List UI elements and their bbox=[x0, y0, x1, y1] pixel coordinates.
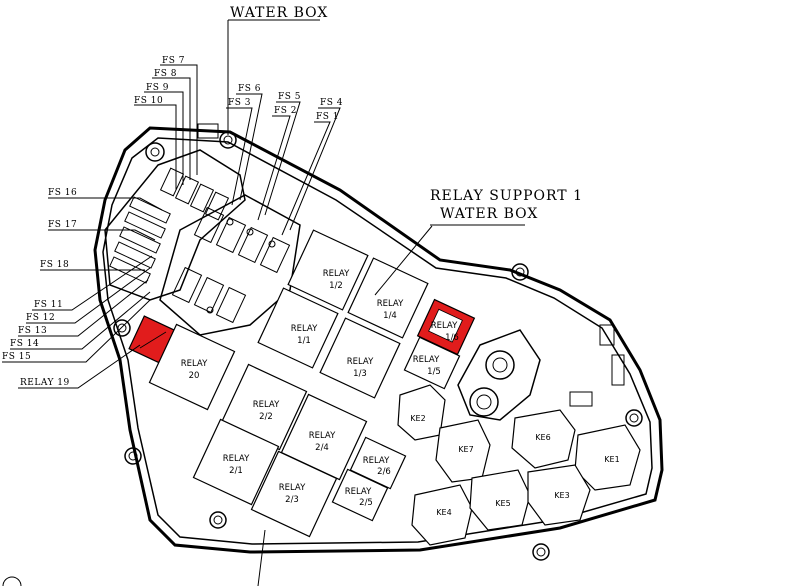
fuse-label-fs2: FS 2 bbox=[274, 106, 297, 116]
fuse-label-fs16: FS 16 bbox=[48, 188, 77, 198]
fuse-label-fs7: FS 7 bbox=[162, 56, 185, 66]
fuse-label-fs8: FS 8 bbox=[154, 69, 177, 79]
fuse-label-fs13: FS 13 bbox=[18, 326, 47, 336]
fuse-block bbox=[104, 149, 301, 336]
relay-1-6-label: RELAY bbox=[431, 321, 458, 331]
relay-2-2-label: RELAY bbox=[253, 400, 280, 410]
connector-ke7-label: KE7 bbox=[458, 445, 473, 454]
relay-1-1-label: RELAY bbox=[291, 324, 318, 334]
relay-1-6-number: 1/6 bbox=[445, 333, 459, 343]
relay-2-3-label: RELAY bbox=[279, 483, 306, 493]
fuse-label-fs15: FS 15 bbox=[2, 352, 31, 362]
connector-ke4-label: KE4 bbox=[436, 508, 451, 517]
leader-lines bbox=[2, 19, 525, 586]
relay-1-2-label: RELAY bbox=[323, 269, 350, 279]
relay-support-title: RELAY SUPPORT 1 bbox=[430, 188, 583, 204]
relay-1-4-label: RELAY bbox=[377, 299, 404, 309]
relay-2-6-number: 2/6 bbox=[377, 467, 391, 477]
connector-ke5-label: KE5 bbox=[495, 499, 510, 508]
relay-1-2-number: 1/2 bbox=[329, 281, 343, 291]
relay-2-2-number: 2/2 bbox=[259, 412, 273, 422]
connector-ke1-label: KE1 bbox=[604, 455, 619, 464]
relay-2-4-number: 2/4 bbox=[315, 443, 329, 453]
relay-2-4-label: RELAY bbox=[309, 431, 336, 441]
relay-2-5-number: 2/5 bbox=[359, 498, 373, 508]
fuse-label-fs11: FS 11 bbox=[34, 300, 63, 310]
relay-1-3-label: RELAY bbox=[347, 357, 374, 367]
relay-1-1-number: 1/1 bbox=[297, 336, 311, 346]
relay-2-5-label: RELAY bbox=[345, 487, 372, 497]
center-hub bbox=[457, 329, 541, 421]
relay-2-6-label: RELAY bbox=[363, 456, 390, 466]
fuse-label-fs10: FS 10 bbox=[134, 96, 163, 106]
relay-support-subtitle: WATER BOX bbox=[440, 206, 538, 222]
relay-1-4-number: 1/4 bbox=[383, 311, 397, 321]
fuse-label-fs3: FS 3 bbox=[228, 98, 251, 108]
fuse-label-fs1: FS 1 bbox=[316, 112, 339, 122]
connector-ke3-label: KE3 bbox=[554, 491, 569, 500]
relay-20-number: 20 bbox=[189, 371, 200, 381]
connector-ke6-label: KE6 bbox=[535, 433, 550, 442]
fuse-label-fs6: FS 6 bbox=[238, 84, 261, 94]
relay-20-block bbox=[148, 323, 236, 411]
relay-group-1 bbox=[257, 229, 476, 399]
fuse-label-fs4: FS 4 bbox=[320, 98, 343, 108]
fuse-label-fs9: FS 9 bbox=[146, 83, 169, 93]
relay-1-5-label: RELAY bbox=[413, 355, 440, 365]
fuse-label-fs14: FS 14 bbox=[10, 339, 39, 349]
fuse-label-fs12: FS 12 bbox=[26, 313, 55, 323]
ke-connectors bbox=[397, 384, 641, 546]
relay-2-1-number: 2/1 bbox=[229, 466, 243, 476]
relay-2-1-label: RELAY bbox=[223, 454, 250, 464]
fuse-label-fs17: FS 17 bbox=[48, 220, 77, 230]
relay-group-2 bbox=[192, 363, 407, 538]
housing-outline bbox=[2, 123, 664, 586]
fuse-label-fs5: FS 5 bbox=[278, 92, 301, 102]
fuse-label-fs18: FS 18 bbox=[40, 260, 69, 270]
water-box-title: WATER BOX bbox=[230, 5, 328, 21]
relay-1-5-number: 1/5 bbox=[427, 367, 441, 377]
connector-ke2-label: KE2 bbox=[410, 414, 425, 423]
relay-2-3-number: 2/3 bbox=[285, 495, 299, 505]
relay-20-label: RELAY bbox=[181, 359, 208, 369]
relay-19-label: RELAY 19 bbox=[20, 378, 70, 388]
relay-1-3-number: 1/3 bbox=[353, 369, 367, 379]
